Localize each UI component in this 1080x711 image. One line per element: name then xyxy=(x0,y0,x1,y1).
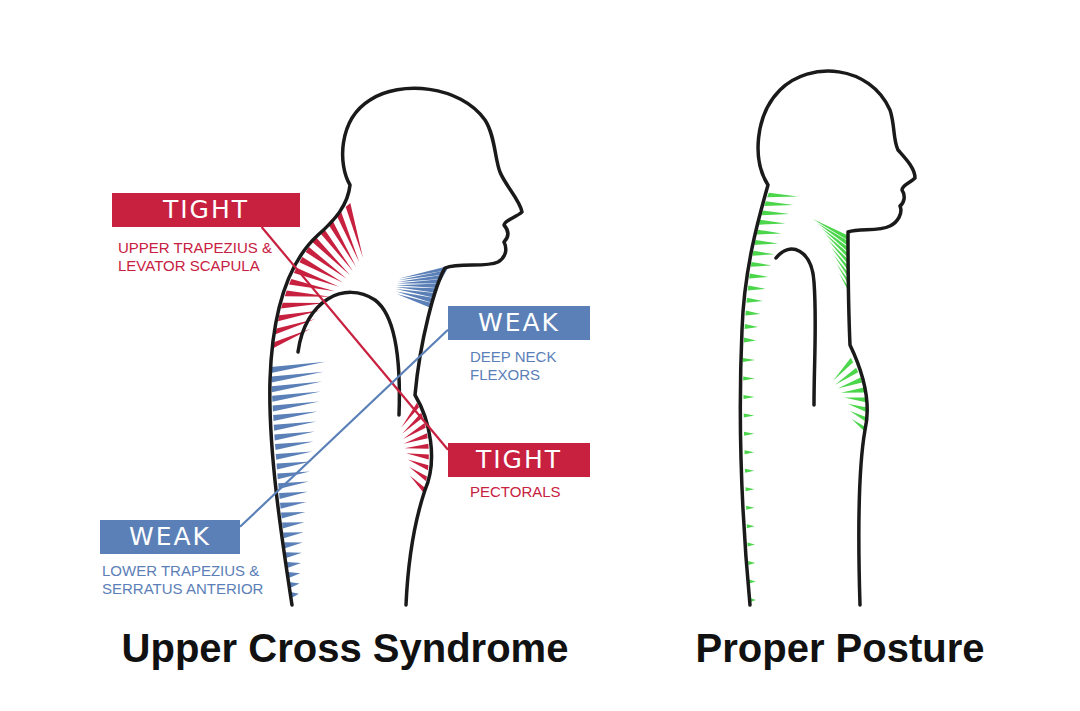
hatch-spike xyxy=(272,392,321,402)
hatch-spike xyxy=(287,562,301,568)
hatch-spike xyxy=(397,294,431,307)
hatch-spike xyxy=(841,388,865,393)
hatch-spike xyxy=(743,377,755,381)
hatch-spike xyxy=(274,421,317,430)
hatch-spike xyxy=(288,572,300,578)
hatch-spike xyxy=(747,543,755,547)
hatch-spike xyxy=(753,251,775,256)
hatch-spike xyxy=(745,469,754,473)
hatch-spike xyxy=(847,404,867,413)
hatch-spike xyxy=(273,402,320,412)
hatch-spike xyxy=(397,279,442,284)
hatch-spike xyxy=(285,291,331,297)
label-box: WEAKDEEP NECK FLEXORS xyxy=(448,306,590,340)
hatch-spike xyxy=(757,230,782,235)
hatch-spike xyxy=(406,453,429,459)
muscle-name: LOWER TRAPEZIUS & SERRATUS ANTERIOR xyxy=(102,562,307,598)
hatch-spike xyxy=(744,432,754,436)
hatch-spike xyxy=(850,411,867,423)
hatch-spike xyxy=(813,219,848,240)
hatch-spike xyxy=(409,467,427,481)
muscle-name: PECTORALS xyxy=(470,483,620,501)
arm-outline xyxy=(776,249,815,405)
hatch-spike xyxy=(410,476,425,493)
figure-caption: Upper Cross Syndrome xyxy=(45,624,645,672)
hatch-spike xyxy=(280,502,306,509)
hatch-spike xyxy=(281,512,305,519)
status-heading: TIGHT xyxy=(476,445,562,475)
hatch-spike xyxy=(748,561,755,565)
hatch-spike xyxy=(743,395,754,399)
hatch-spike xyxy=(844,398,867,403)
hatch-spike xyxy=(404,433,428,444)
hatch-spike xyxy=(274,431,315,440)
hatch-spike xyxy=(759,220,785,225)
status-heading: TIGHT xyxy=(163,195,249,225)
hatch-spike xyxy=(285,552,301,558)
hatch-spike xyxy=(762,210,790,215)
hatch-spike xyxy=(346,203,363,258)
body-outline xyxy=(270,88,522,605)
hatch-spike xyxy=(282,522,304,528)
status-heading: WEAK xyxy=(129,522,211,552)
hatch-spike xyxy=(838,378,863,389)
hatch-spike xyxy=(279,492,307,499)
hatch-spike xyxy=(755,240,779,245)
hatch-spike xyxy=(821,228,848,252)
label-box: TIGHTPECTORALS xyxy=(448,443,590,477)
hatch-spike xyxy=(405,444,429,449)
hatch-spike xyxy=(751,262,772,267)
arm-outline xyxy=(298,292,399,415)
hatch-spike xyxy=(746,487,755,491)
hatch-spike xyxy=(401,403,419,428)
hatch-spike xyxy=(764,201,793,206)
hatch-spike xyxy=(271,362,326,373)
hatch-spike xyxy=(746,506,754,510)
muscle-name: UPPER TRAPEZIUS & LEVATOR SCAPULA xyxy=(118,239,308,275)
hatch-spike xyxy=(833,358,853,381)
hatch-spike xyxy=(749,274,768,279)
hatch-spike xyxy=(749,580,756,584)
hatch-spike xyxy=(747,298,763,303)
body-outline xyxy=(740,71,915,605)
status-heading: WEAK xyxy=(478,308,560,338)
hatch-spike xyxy=(831,247,848,271)
leader-line xyxy=(262,227,448,450)
hatch-spike xyxy=(747,524,755,528)
hatch-spike xyxy=(748,285,766,290)
hatch-spike xyxy=(743,358,755,362)
hatch-spike xyxy=(817,223,848,246)
hatch-spike xyxy=(271,372,324,383)
hatch-spike xyxy=(276,451,313,459)
hatch-spike xyxy=(744,413,755,417)
hatch-spike xyxy=(744,338,756,343)
hatch-spike xyxy=(745,324,759,329)
hatch-spike xyxy=(745,311,760,316)
hatch-spike xyxy=(767,193,798,198)
hatch-spike xyxy=(283,532,303,538)
label-box: WEAKLOWER TRAPEZIUS & SERRATUS ANTERIOR xyxy=(100,520,240,554)
label-box: TIGHTUPPER TRAPEZIUS & LEVATOR SCAPULA xyxy=(112,193,300,227)
leader-line xyxy=(240,330,448,527)
hatch-spike xyxy=(289,279,335,291)
hatch-spike xyxy=(284,542,302,548)
hatch-spike xyxy=(745,450,755,454)
muscle-hatching xyxy=(271,193,868,602)
hatch-spike xyxy=(275,441,314,450)
muscle-name: DEEP NECK FLEXORS xyxy=(470,348,600,384)
hatch-spike xyxy=(273,411,318,421)
hatch-spike xyxy=(408,459,429,470)
figure-caption: Proper Posture xyxy=(540,624,1080,672)
hatch-spike xyxy=(272,382,323,393)
